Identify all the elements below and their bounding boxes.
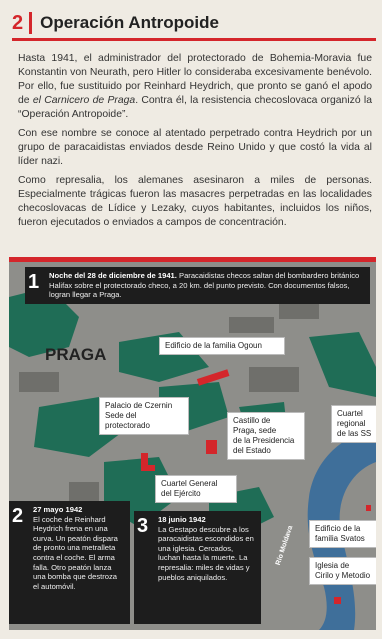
paragraph-3: Como represalia, los alemanes asesinaron… <box>18 175 372 228</box>
header-divider <box>29 12 33 34</box>
section-header: 2 Operación Antropoide <box>12 8 376 41</box>
prague-map: PRAGA Edificio de la familia Ogoun Palac… <box>9 257 376 630</box>
paragraph-1: Hasta 1941, el administrador del protect… <box>18 53 372 120</box>
story-3-text: La Gestapo descubre a los paracaidistas … <box>158 524 254 582</box>
section-number: 2 <box>12 11 24 34</box>
story-3-date: 18 junio 1942 <box>158 515 206 524</box>
label-czernin: Palacio de Czernin Sede del protectorado <box>99 397 189 435</box>
story-1-number: 1 <box>28 271 40 293</box>
label-ss-barracks: Cuartel regional de las SS <box>331 405 376 443</box>
story-3-number: 3 <box>137 515 149 537</box>
story-3: 3 18 junio 1942 La Gestapo descubre a lo… <box>134 511 261 624</box>
paragraph-2: Con ese nombre se conoce al atentado per… <box>18 128 372 167</box>
label-svatos: Edificio de la familia Svatos <box>309 520 376 548</box>
label-church: Iglesia de Cirilo y Metodio <box>309 557 376 585</box>
story-1-date: Noche del 28 de diciembre de 1941. <box>49 271 177 280</box>
story-2-date: 27 mayo 1942 <box>33 505 83 514</box>
story-2-number: 2 <box>12 505 24 527</box>
label-ogoun: Edificio de la familia Ogoun <box>159 337 285 355</box>
story-1-text: Paracaidistas checos saltan del bombarde… <box>49 271 360 300</box>
body-text: Hasta 1941, el administrador del protect… <box>18 52 372 235</box>
story-2-text: El coche de Reinhard Heydrich frena en u… <box>33 514 118 591</box>
label-army-hq: Cuartel General del Ejército <box>155 475 237 503</box>
story-2: 2 27 mayo 1942 El coche de Reinhard Heyd… <box>9 501 130 624</box>
label-castle: Castillo de Praga, sede de la Presidenci… <box>227 412 305 460</box>
story-1: 1 Noche del 28 de diciembre de 1941. Par… <box>25 267 370 304</box>
section-title: Operación Antropoide <box>40 13 219 32</box>
city-label: PRAGA <box>45 345 107 364</box>
